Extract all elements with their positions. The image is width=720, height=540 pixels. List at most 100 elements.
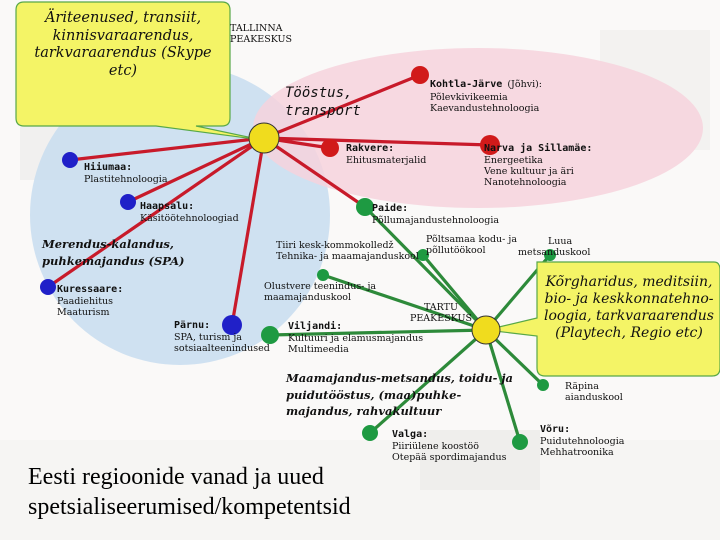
line-tartu-paide [363, 205, 488, 332]
olustvere-node [317, 269, 329, 281]
line-tallinn-parnu [230, 137, 266, 326]
rakvere-label: Rakvere: Ehitusmaterjalid [346, 143, 426, 166]
narva-line2: Vene kultuur ja äri [484, 166, 574, 177]
kohtla-jarve-line1: Põlevkivikeemia [430, 91, 508, 103]
tartu-node [471, 315, 501, 345]
east-region-ellipse [253, 48, 703, 208]
kohtla-jarve-suffix: (Jõhvi): [507, 79, 543, 90]
luua-school-label: Luua metsanduskool [518, 236, 590, 258]
line-tartu-tiiri [421, 253, 488, 332]
tallinn-center-label: TALLINNA PEAKESKUS [230, 23, 293, 46]
poltsamaa-school-label: Põltsamaa kodu- ja põllutöökool [426, 234, 517, 256]
right-callout-text: Kõrgharidus, meditsiin, bio- ja keskkonn… [544, 274, 714, 342]
haapsalu-node [120, 194, 136, 210]
tiiri-college-label: Tiiri kesk-kommokolledž Tehnika- ja maam… [276, 240, 419, 262]
rapina-node [537, 379, 549, 391]
paide-label: Paide: Põllumajandustehnoloogia [372, 203, 499, 226]
tiiri-line2: Tehnika- ja maamajanduskool [276, 251, 419, 263]
kuressaare-line1: Paadiehitus [57, 295, 114, 307]
hiiumaa-name: Hiiumaa: [84, 162, 133, 173]
tiiri-line1: Tiiri kesk-kommokolledž [276, 240, 394, 251]
tallinn-connections [47, 73, 491, 326]
rakvere-name: Rakvere: [346, 143, 395, 154]
haapsalu-name: Haapsalu: [140, 201, 195, 212]
voru-name: Võru: [540, 424, 571, 435]
tiiri-node [417, 249, 429, 261]
viljandi-label: Viljandi: Kultuuri ja elamusmajandus Mul… [288, 321, 423, 355]
viljandi-name: Viljandi: [288, 321, 343, 332]
voru-line2: Mehhatroonika [540, 447, 614, 458]
viljandi-line1: Kultuuri ja elamusmajandus [288, 332, 424, 344]
poltsamaa-line2: põllutöökool [426, 245, 486, 257]
valga-node [362, 425, 378, 441]
rapina-line2: aianduskool [565, 392, 623, 404]
line-tallinn-kohtla [263, 73, 421, 140]
voru-node [512, 434, 528, 450]
line-tartu-voru [484, 329, 522, 443]
rakvere-desc: Ehitusmaterjalid [346, 154, 427, 166]
hiiumaa-desc: Plastitehnoloogia [84, 173, 168, 185]
parnu-name: Pärnu: [174, 320, 211, 331]
line-tallinn-hiiumaa [69, 136, 265, 162]
hiiumaa-label: Hiiumaa: Plastitehnoloogia [84, 162, 167, 185]
rakvere-node [321, 139, 339, 157]
parnu-node [222, 315, 242, 335]
right-callout-bubble [485, 261, 720, 377]
kohtla-jarve-label: Kohtla-Järve (Jõhvi): Põlevkivikeemia Ka… [430, 73, 542, 114]
line-tartu-valga [368, 328, 488, 435]
olustvere-school-label: Olustvere teenindus- ja maamajanduskool [264, 281, 376, 303]
maritime-fishery-label: Merendus-kalandus, puhkemajandus (SPA) [42, 237, 185, 269]
kohtla-jarve-line2: Kaevandustehnoloogia [430, 103, 540, 115]
paide-node [356, 198, 374, 216]
rapina-line1: Räpina [565, 381, 599, 392]
narva-name: Narva ja Sillamäe: [484, 143, 593, 154]
hiiumaa-node [62, 152, 78, 168]
haapsalu-label: Haapsalu: Käsitöötehnoloogiad [140, 201, 239, 224]
kuressaare-node [40, 279, 56, 295]
luua-line2: metsanduskool [518, 247, 591, 259]
luua-line1: Luua [548, 236, 573, 247]
voru-label: Võru: Puidutehnoloogia Mehhatroonika [540, 424, 624, 458]
viljandi-line2: Multimeedia [288, 344, 349, 355]
parnu-line1: SPA, turism ja [174, 331, 242, 343]
viljandi-node [261, 326, 279, 344]
line-tartu-viljandi [269, 328, 487, 337]
luua-node [544, 249, 556, 261]
kohtla-node [411, 66, 429, 84]
line-tartu-olustvere [322, 273, 487, 332]
left-callout-text: Äriteenused, transiit, kinnisvaraarendus… [34, 10, 212, 80]
industry-transport-label: Tööstus, transport [285, 85, 361, 120]
rural-economy-label: Maamajandus-metsandus, toidu- ja puidutö… [286, 371, 513, 419]
valga-line1: Piiriülene koostöö [392, 440, 479, 452]
narva-node [480, 135, 500, 155]
olustvere-line2: maamajanduskool [264, 292, 352, 304]
voru-line1: Puidutehnoloogia [540, 435, 625, 447]
kuressaare-label: Kuressaare: Paadiehitus Maaturism [57, 284, 123, 318]
kuressaare-name: Kuressaare: [57, 284, 124, 295]
olustvere-line1: Olustvere teenindus- ja [264, 281, 377, 292]
paide-desc: Põllumajandustehnoloogia [372, 214, 500, 226]
paide-name: Paide: [372, 203, 409, 214]
slide-title: Eesti regioonide vanad ja uued spetsiali… [28, 464, 351, 521]
haapsalu-desc: Käsitöötehnoloogiad [140, 212, 239, 224]
kuressaare-line2: Maaturism [57, 307, 110, 318]
valga-label: Valga: Piiriülene koostöö Otepää spordim… [392, 429, 506, 463]
line-tallinn-haapsalu [127, 136, 265, 204]
kohtla-jarve-name: Kohtla-Järve [430, 79, 503, 90]
left-callout-bubble [15, 1, 263, 141]
line-tallinn-narva [263, 136, 491, 147]
line-tallinn-kuressaare [47, 136, 265, 289]
poltsamaa-line1: Põltsamaa kodu- ja [426, 234, 517, 245]
rapina-school-label: Räpina aianduskool [565, 381, 623, 403]
narva-line1: Energeetika [484, 154, 543, 166]
tartu-connections [269, 205, 552, 443]
parnu-label: Pärnu: SPA, turism ja sotsiaalteeninduse… [174, 320, 270, 354]
parnu-line2: sotsiaalteenindused [174, 343, 270, 354]
valga-name: Valga: [392, 429, 429, 440]
narva-sillamae-label: Narva ja Sillamäe: Energeetika Vene kult… [484, 143, 592, 188]
valga-line2: Otepää spordimajandus [392, 452, 507, 463]
tartu-center-label: TARTU PEAKESKUS [409, 302, 472, 325]
tallinn-node [248, 122, 280, 154]
line-tallinn-paide [263, 136, 366, 209]
